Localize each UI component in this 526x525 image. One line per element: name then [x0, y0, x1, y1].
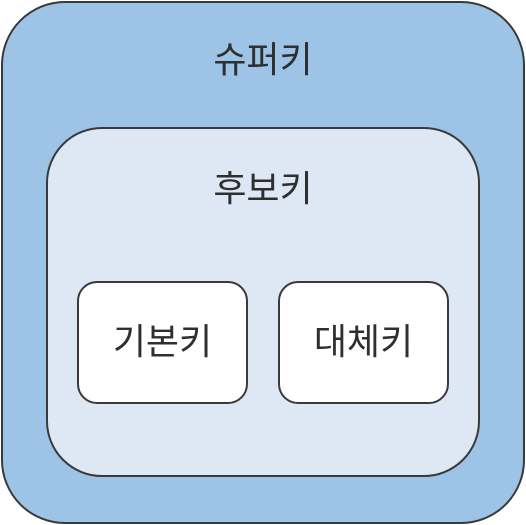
primary-key-box: 기본키: [77, 281, 248, 404]
primary-key-label: 기본키: [112, 321, 213, 363]
alternate-key-label: 대체키: [313, 321, 414, 363]
alternate-key-box: 대체키: [278, 281, 449, 404]
super-key-label: 슈퍼키: [213, 40, 313, 81]
candidate-key-label: 후보키: [213, 169, 313, 210]
